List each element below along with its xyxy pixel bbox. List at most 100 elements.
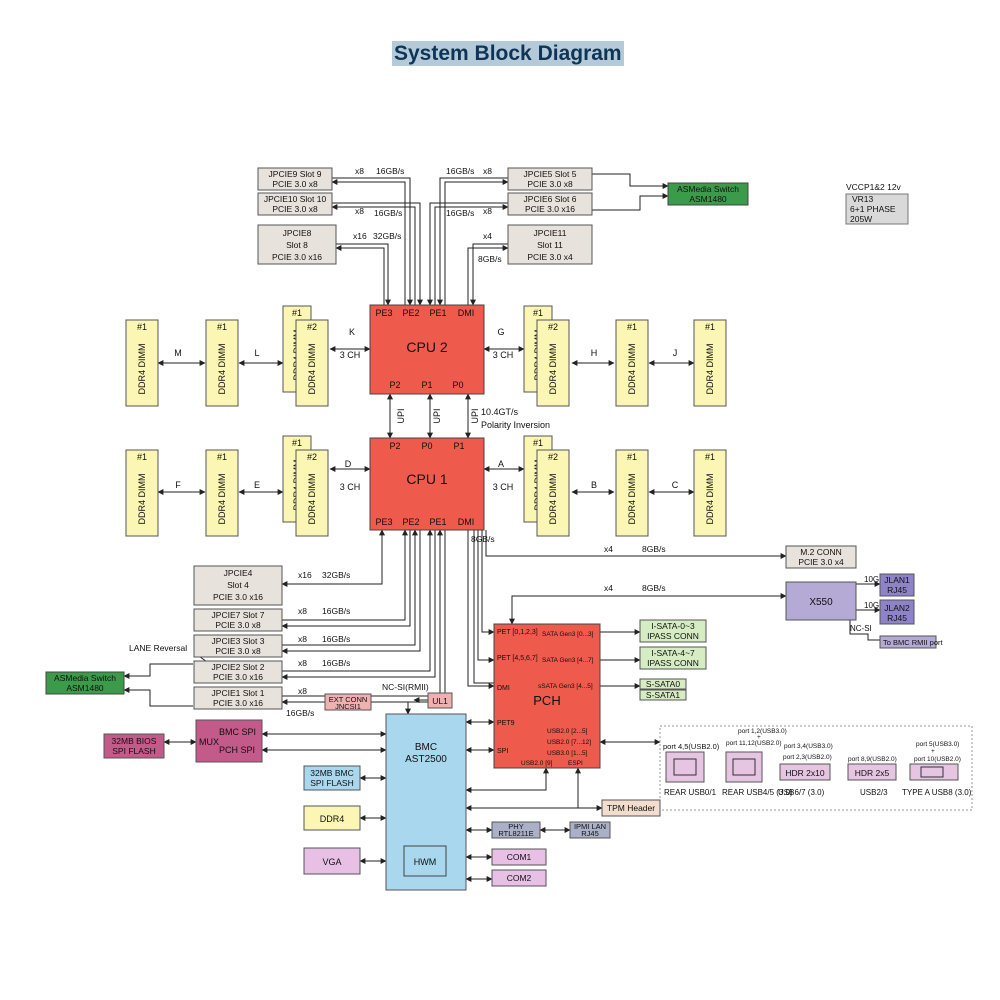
jpcie2-l1: JPCIE2 Slot 2 (212, 662, 265, 672)
channel-m: M (174, 348, 182, 358)
dimm-bottom-single-0-number: #1 (137, 452, 147, 462)
usb-p45: port 4,5(USB2.0) (663, 742, 720, 751)
usb-area: port 4,5(USB2.0) REAR USB0/1 port 1,2(US… (663, 728, 972, 797)
bmc-hwm: HWM (414, 857, 437, 867)
mux-block: MUX BMC SPI PCH SPI 32MB BIOS SPI FLASH … (103, 719, 361, 875)
ssata1: S-SATA1 (646, 690, 680, 700)
mux-bmc-spi: BMC SPI (219, 727, 256, 737)
vga-label: VGA (322, 857, 341, 867)
jpcie9-l1: JPCIE9 Slot 9 (269, 169, 322, 179)
usb-p10: port 10(USB2.0) (914, 756, 961, 763)
bmc-rmii: To BMC RMII port (883, 638, 944, 647)
channel-b: B (591, 480, 597, 490)
usb-rear45: REAR USB4/5 (3.0) (722, 788, 793, 797)
upi-label-1: UPI (396, 408, 406, 423)
pch-ssata: sSATA Gen3 [4...5] (538, 683, 593, 690)
top-slots: JPCIE9 Slot 9 PCIE 3.0 x8 JPCIE10 Slot 1… (257, 167, 909, 265)
cpu2-port-pe1: PE1 (429, 308, 446, 318)
lbl-x4-b: x4 (604, 544, 613, 554)
jpcie4-l2: Slot 4 (227, 580, 249, 590)
channel-labels: K 3 CH L M G 3 CH H J D 3 CH E F A 3 CH … (174, 327, 679, 492)
lbl-8-a: 8GB/s (478, 254, 502, 264)
ipmi-l2: RJ45 (581, 829, 599, 838)
jlan1-l2: RJ45 (887, 585, 907, 595)
cpu1-port-pe3: PE3 (375, 517, 392, 527)
usb-23: USB2/3 (860, 788, 888, 797)
lbl-x8-g: x8 (298, 658, 307, 668)
cpu1-label: CPU 1 (406, 471, 447, 487)
ssata0: S-SATA0 (646, 679, 680, 689)
lbl-x8-b: x8 (355, 206, 364, 216)
dimm-bottom-back-0-number: #1 (292, 438, 302, 448)
mux-pch-spi: PCH SPI (219, 745, 255, 755)
cpu1-port-pe1: PE1 (429, 517, 446, 527)
cpu1-port-p0: P0 (421, 441, 432, 451)
dimm-top-back-0-number: #1 (292, 308, 302, 318)
bmc-peripherals: TPM Header PHY RTL8211E IPMI LAN RJ45 CO… (491, 799, 661, 887)
usb-hdr2x5: HDR 2x5 (855, 768, 890, 778)
asmedia-bottom-l2: ASM1480 (66, 683, 104, 693)
channel-k-3ch: 3 CH (340, 350, 361, 360)
bmc-label2: AST2500 (405, 754, 447, 765)
m2-l2: PCIE 3.0 x4 (798, 557, 844, 567)
jpcie1-l2: PCIE 3.0 x16 (213, 698, 263, 708)
jpcie6-l1: JPCIE6 Slot 6 (524, 194, 577, 204)
asmedia-bottom-l1: ASMedia Switch (54, 673, 116, 683)
m2-l1: M.2 CONN (800, 547, 842, 557)
channel-c: C (672, 480, 679, 490)
usb-67: USB6/7 (3.0) (778, 788, 825, 797)
jpcie8-l3: PCIE 3.0 x16 (272, 252, 322, 262)
dimm-bottom-single-0-label: DDR4 DIMM (137, 474, 147, 525)
pch-usb2-25: USB2.0 [2...5] (547, 728, 588, 735)
cpu2-port-pe2: PE2 (402, 308, 419, 318)
upi-label-3: UPI (470, 408, 480, 423)
lbl-16-c: 16GB/s (446, 166, 474, 176)
connection-lines (123, 173, 973, 882)
sata-connectors: I-SATA-0~3 IPASS CONN I-SATA-4~7 IPASS C… (639, 619, 707, 701)
mux-label: MUX (199, 737, 219, 747)
lbl-x16-a: x16 (353, 231, 367, 241)
channel-a: A (498, 459, 504, 469)
tpm-label: TPM Header (607, 803, 655, 813)
jpcie5-l2: PCIE 3.0 x8 (527, 179, 573, 189)
pch-pet9: PET9 (497, 720, 515, 727)
channel-k: K (349, 327, 355, 337)
jpcie10-l2: PCIE 3.0 x8 (272, 204, 318, 214)
upi-label-2: UPI (432, 408, 442, 423)
tag-10g-1: 10G (864, 575, 879, 584)
diagram-title: System Block Diagram (392, 41, 624, 66)
jpcie7-l2: PCIE 3.0 x8 (215, 620, 261, 630)
com2-label: COM2 (507, 873, 532, 883)
cpu2-port-p1: P1 (421, 380, 432, 390)
jpcie9-l2: PCIE 3.0 x8 (272, 179, 318, 189)
usb-p34: port 3,4(USB3.0) (784, 743, 833, 750)
ext-conn-l2: JNCSI1 (335, 702, 361, 711)
phy-l2: RTL8211E (498, 829, 533, 838)
lbl-x8-h: x8 (298, 686, 307, 696)
jpcie4-l1: JPCIE4 (224, 568, 253, 578)
upi-speed: 10.4GT/s (481, 407, 519, 417)
jpcie3-l1: JPCIE3 Slot 3 (212, 636, 265, 646)
pch-espi: ESPI (568, 760, 583, 767)
cpu1-port-p2: P2 (389, 441, 400, 451)
channel-d: D (345, 459, 352, 469)
dimm-top-front-1-label: DDR4 DIMM (548, 344, 558, 395)
dimm-top-back-1-number: #1 (533, 308, 543, 318)
usb-plus-2: + (931, 748, 935, 755)
cpu1-port-dmi: DMI (458, 517, 475, 527)
lbl-x8-d: x8 (483, 206, 492, 216)
vr-line3: 6+1 PHASE (850, 204, 896, 214)
lbl-16-d: 16GB/s (446, 208, 474, 218)
usb-typea: TYPE A USB8 (3.0) (902, 788, 972, 797)
channel-l: L (254, 348, 259, 358)
lbl-16-e: 16GB/s (322, 606, 350, 616)
lbl-x16-b: x16 (298, 570, 312, 580)
jpcie8-l1: JPCIE8 (283, 228, 312, 238)
bottom-link-labels: x16 32GB/s x8 16GB/s x8 16GB/s x8 16GB/s… (286, 534, 666, 718)
